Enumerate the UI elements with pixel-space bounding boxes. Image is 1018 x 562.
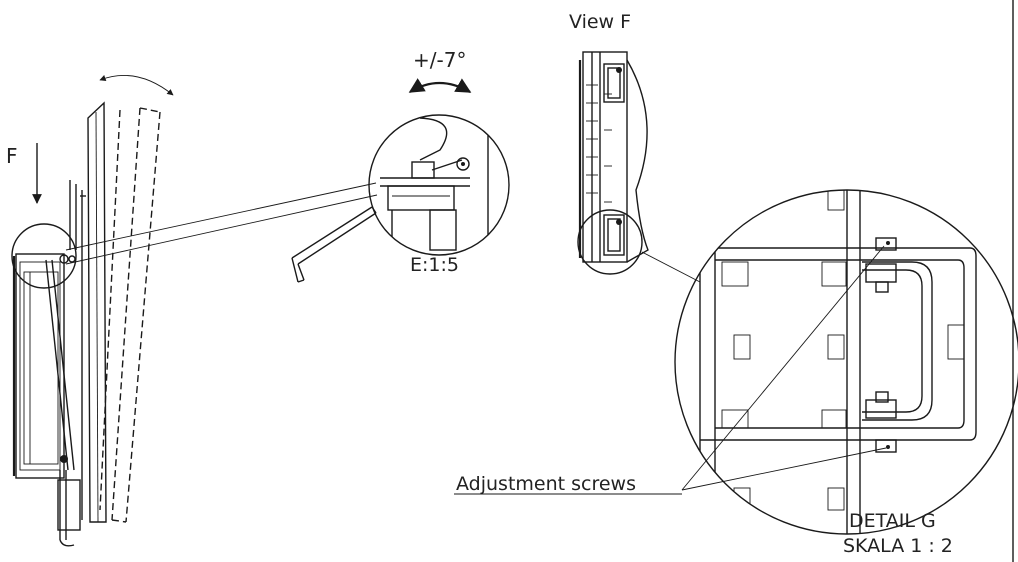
adjustment-screws-callout: Adjustment screws bbox=[456, 473, 636, 495]
tilt-arrow bbox=[99, 75, 174, 96]
detail-e-leader bbox=[65, 182, 377, 251]
detail-e-marker bbox=[11, 223, 77, 289]
angle-label: +/-7° bbox=[413, 48, 466, 72]
detail-g-title: DETAIL G bbox=[849, 510, 936, 532]
scale-e-label: E:1:5 bbox=[410, 254, 459, 276]
detail-g-marker bbox=[577, 209, 643, 275]
detail-g-leader bbox=[641, 251, 701, 283]
view-f: View F bbox=[569, 11, 701, 283]
force-label: F bbox=[6, 144, 18, 168]
view-f-title: View F bbox=[569, 11, 631, 33]
detail-g bbox=[674, 189, 1018, 535]
side-view: F bbox=[6, 75, 378, 547]
hex-key bbox=[291, 206, 377, 283]
detail-g-scale: SKALA 1 : 2 bbox=[843, 535, 953, 557]
detail-e: +/-7° E:1:5 bbox=[291, 48, 510, 283]
angle-arrow bbox=[408, 78, 472, 93]
